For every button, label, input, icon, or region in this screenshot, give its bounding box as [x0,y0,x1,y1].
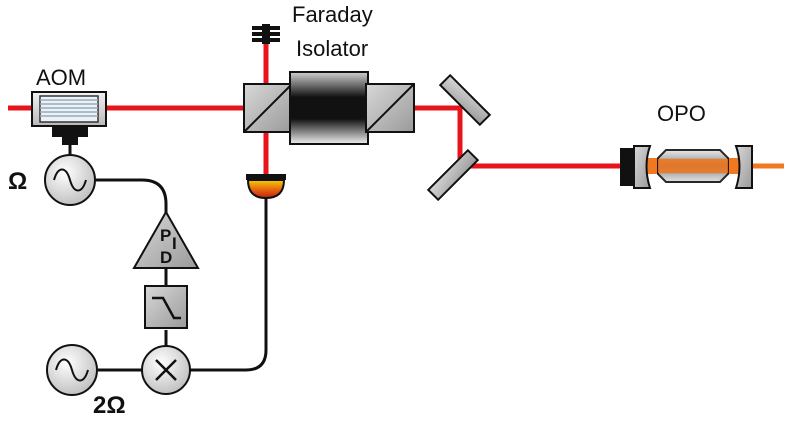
mirror-top [438,73,492,127]
aom-label: AOM [36,65,86,90]
lowpass-filter [144,285,188,329]
oscillator-omega [44,154,96,206]
faraday-rotator [289,71,369,145]
faraday-label-line2: Isolator [296,36,368,61]
cable-omega-to-pid [96,178,168,216]
polarizer-left [243,83,293,133]
lowpass-filter-icon [152,296,181,320]
opo-label: OPO [657,101,706,126]
two-omega-label: 2Ω [93,392,126,419]
mirror-bottom [426,148,480,202]
aom [31,91,107,145]
pid-controller: P I D [132,209,200,269]
pid-i-label: I [172,234,177,253]
polarizer-right [365,83,415,133]
opo-output-mirror [734,145,753,189]
cable-mixer-to-detector [190,198,268,372]
opo-input-mirror [633,145,652,189]
multiply-icon [155,359,177,381]
cables [96,178,268,372]
opo-input-coupler-mount [620,148,634,186]
sine-wave-icon [55,358,89,382]
beam-dump [252,24,280,44]
mixer [141,345,191,395]
faraday-isolator [243,71,415,145]
pid-d-label: D [160,248,172,267]
aom-crystal-lines [40,99,98,117]
faraday-label-line1: Faraday [292,2,373,27]
omega-label: Ω [8,168,27,195]
opo [620,145,753,189]
oscillator-2omega [46,344,98,396]
photodetector [246,174,286,200]
aom-connector [62,137,78,145]
aom-transducer [52,126,88,137]
pid-p-label: P [160,226,171,245]
sine-wave-icon [53,168,87,192]
